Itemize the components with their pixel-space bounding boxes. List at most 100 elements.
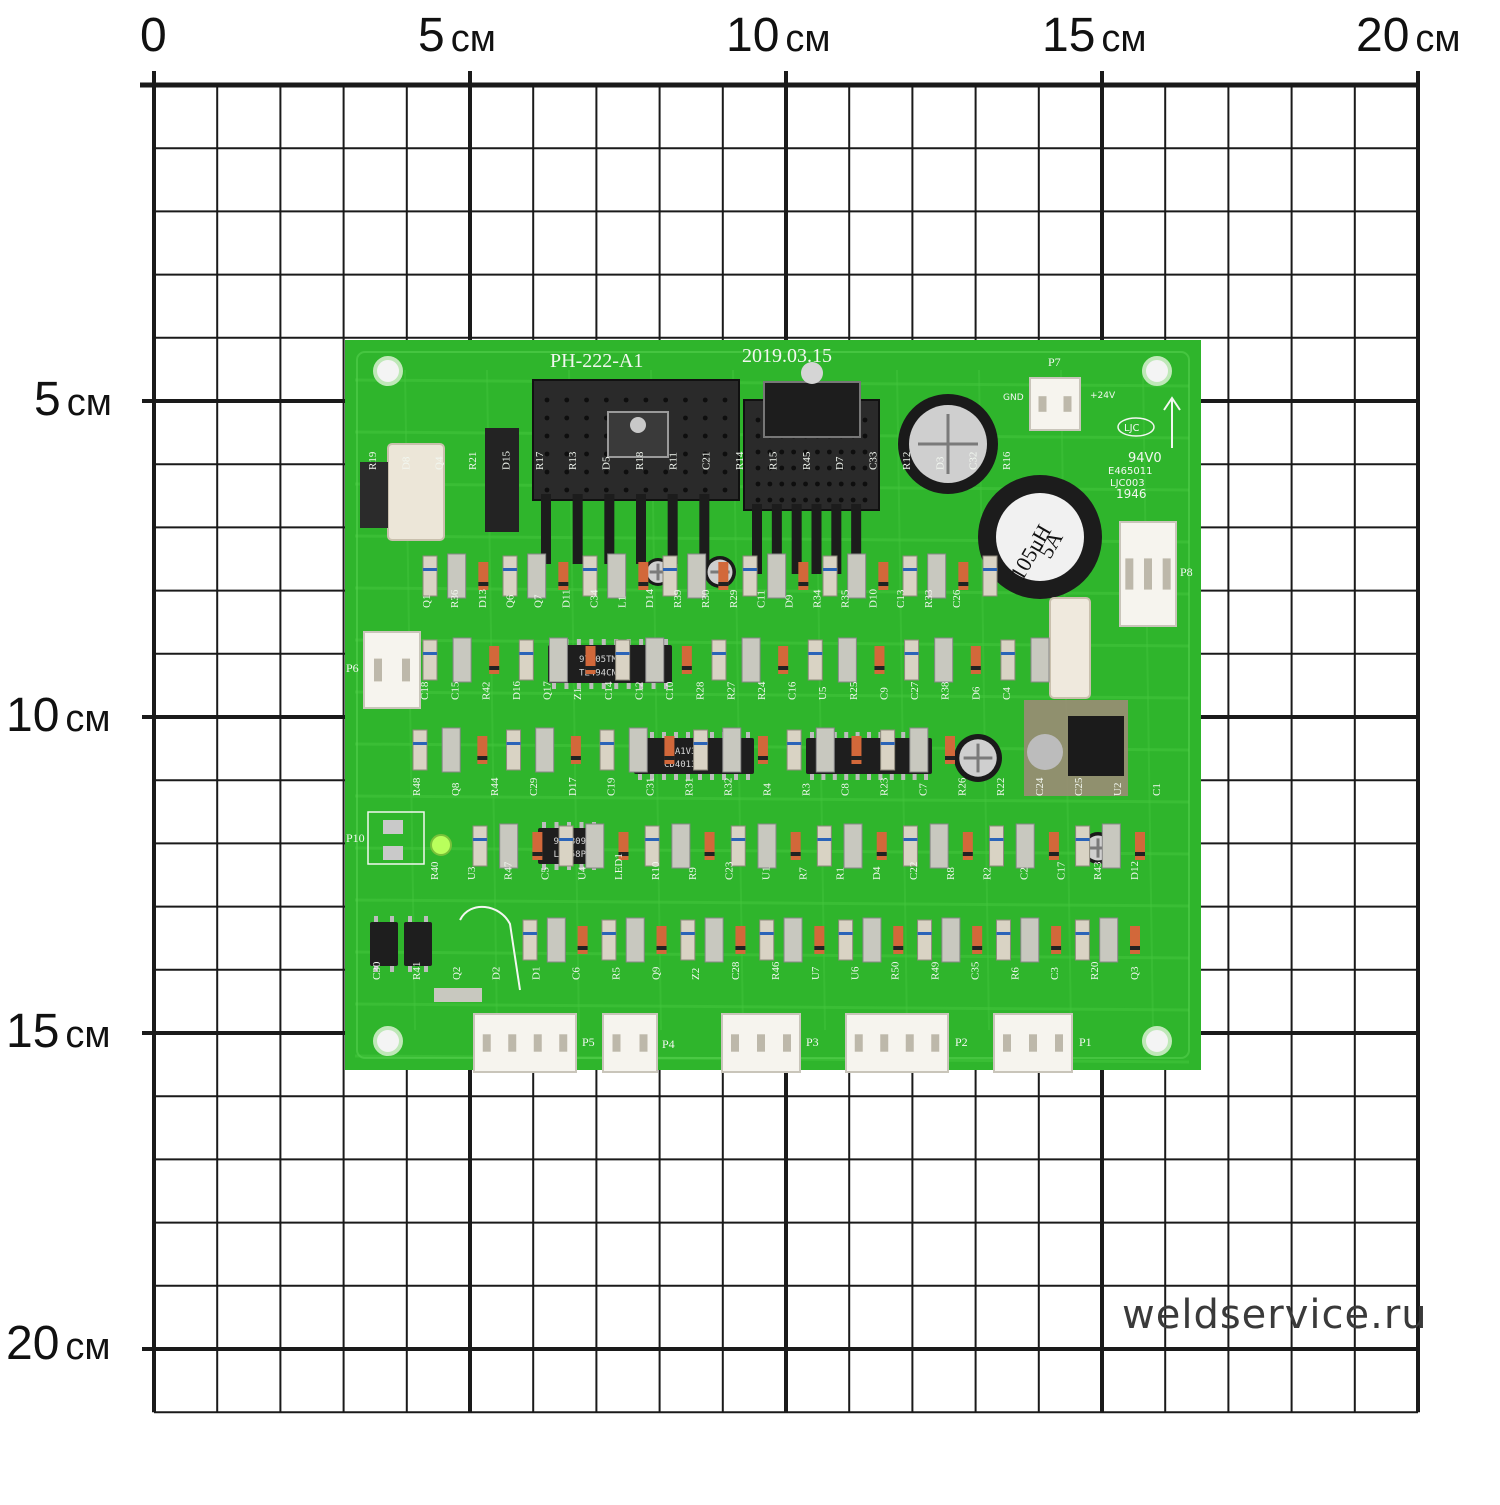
heatsink-hole: [862, 433, 868, 439]
ic-pin: [576, 639, 581, 645]
ref-label-q2: Q2: [451, 967, 463, 980]
heatsink-hole: [702, 451, 708, 457]
ljc-badge-ring: [1117, 417, 1155, 437]
heatsink-hole: [544, 415, 550, 421]
diode: [757, 736, 768, 764]
ic-pin: [924, 774, 928, 780]
heatsink-hole: [722, 415, 728, 421]
film-capacitor: [815, 727, 835, 773]
ic-pin: [576, 683, 581, 689]
diode-band: [972, 946, 983, 950]
ref-label-q8: Q8: [450, 782, 462, 796]
ref-label-r9: R9: [687, 867, 699, 880]
heatsink-hole: [564, 433, 570, 439]
resistor-band: [989, 838, 1004, 841]
ref-label-r8: R8: [945, 867, 957, 880]
resistor: [995, 919, 1011, 961]
heatsink-hole: [623, 487, 629, 493]
ref-label-d9: D9: [784, 594, 796, 608]
heatsink-hole: [791, 481, 797, 487]
regulator-u4: [1068, 716, 1124, 776]
capacitor-c5: [954, 734, 1002, 782]
ic-pin: [589, 639, 594, 645]
ref-label-r18: R18: [634, 451, 646, 470]
heatsink-hole: [815, 481, 820, 487]
film-capacitor: [741, 637, 761, 683]
ref-label-d8: D8: [400, 456, 412, 470]
resistor-band: [413, 742, 427, 745]
film-capacitor: [1099, 917, 1119, 963]
film-capacitor: [862, 917, 882, 963]
ic-pin: [710, 774, 714, 780]
ic-pin: [650, 732, 654, 738]
heatsink-hole: [564, 487, 570, 493]
ref-label-r47: R47: [503, 861, 515, 880]
ref-label-r46: R46: [770, 961, 782, 980]
diode: [704, 832, 715, 860]
ic-u3: [806, 732, 932, 780]
ref-label-r1: R1: [834, 867, 846, 880]
ref-label-c10: C10: [664, 681, 676, 700]
ref-label-c24: C24: [1034, 777, 1046, 796]
ref-label-r44: R44: [489, 777, 501, 796]
p7-plus-label: +24V: [1090, 391, 1116, 401]
ic-pin: [614, 683, 619, 689]
resistor: [522, 919, 538, 961]
inductor-l1-label-area: [996, 493, 1084, 581]
ref-label-r17: R17: [534, 451, 546, 470]
resistor: [1075, 825, 1091, 867]
diode-band: [878, 582, 889, 586]
film-capacitor: [843, 823, 863, 869]
resistor: [711, 639, 727, 681]
resistor-band: [423, 652, 437, 655]
resistor: [904, 639, 920, 681]
heatsink-hole: [767, 465, 773, 471]
heatsink-fin: [699, 494, 710, 564]
heatsink-hole: [643, 487, 649, 493]
pcb-date-label: 2019.03.15: [742, 345, 832, 367]
diode-band: [489, 666, 500, 670]
ref-label-r19: R19: [367, 451, 379, 470]
ic-u7: [370, 916, 398, 972]
ic-pin: [889, 774, 894, 780]
ref-label-r26: R26: [956, 777, 968, 796]
diode: [970, 646, 981, 674]
heatsink-hole: [683, 487, 688, 493]
ref-label-d16: D16: [511, 681, 523, 700]
ic-pin: [567, 822, 571, 828]
film-capacitor: [767, 553, 787, 599]
ref-label-c2: C2: [1018, 867, 1030, 880]
resistor: [615, 639, 631, 681]
heatsink-hole: [838, 481, 844, 487]
heatsink-hole: [791, 449, 797, 455]
diode: [638, 562, 649, 590]
heatsink-hole: [544, 451, 550, 457]
ic-pin: [674, 732, 678, 738]
ref-label-u2: U2: [1112, 783, 1124, 796]
ic-pin: [821, 774, 826, 780]
connector-pin: [1144, 558, 1152, 590]
film-capacitor: [837, 637, 857, 683]
diode: [1048, 832, 1059, 860]
ic-line-2: TL494CN: [579, 668, 617, 678]
ref-label-r6: R6: [1009, 967, 1021, 980]
resistor: [822, 555, 838, 597]
resistor: [472, 825, 488, 867]
film-capacitor: [548, 637, 568, 683]
heatsink-hole: [702, 433, 708, 439]
ref-label-c29: C29: [528, 777, 540, 796]
heatsink-hole: [862, 481, 868, 487]
ref-label-r32: R32: [723, 778, 735, 796]
connector-pin: [1162, 558, 1171, 590]
resistor-band: [583, 568, 597, 571]
ic-pin: [554, 864, 559, 870]
ref-label-r24: R24: [756, 681, 768, 700]
resistor-band: [693, 742, 708, 745]
heatsink-hole: [564, 415, 570, 421]
heatsink-hole: [755, 449, 761, 455]
y-tick-15-unit: см: [65, 1014, 111, 1056]
connector-p8: [1119, 521, 1177, 627]
